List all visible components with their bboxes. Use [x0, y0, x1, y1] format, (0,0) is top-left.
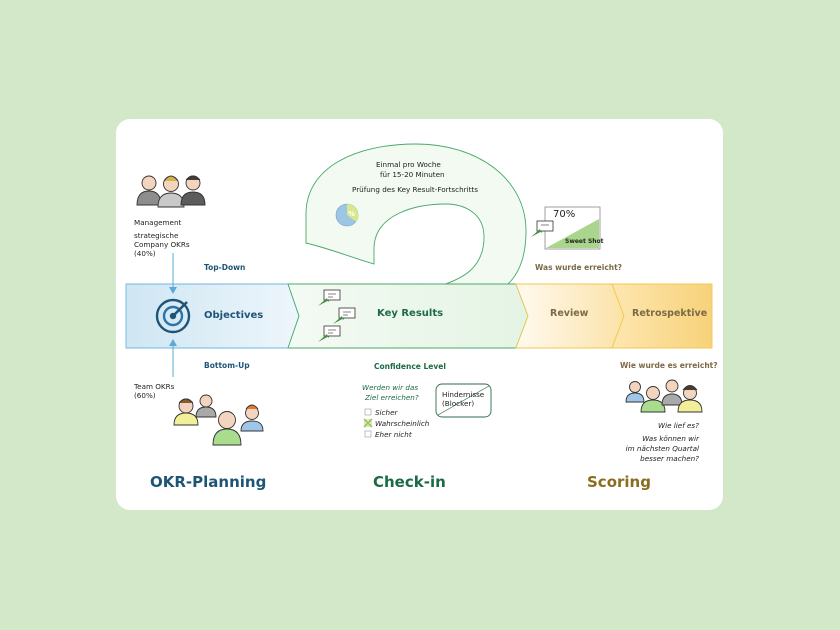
sweet-shot-card	[544, 206, 601, 250]
team-okrs-line2: (60%)	[134, 391, 156, 400]
phase-scoring: Scoring	[587, 473, 651, 491]
target-icon	[155, 298, 191, 334]
confidence-question-1: Werden wir das	[362, 383, 419, 392]
retro-question-2b: im nächsten Quartal	[625, 444, 699, 453]
confidence-title: Confidence Level	[374, 362, 446, 371]
option-sicher: Sicher	[375, 408, 398, 417]
obstacles-line1: Hindernisse	[442, 390, 485, 399]
key-results-label: Key Results	[377, 308, 444, 319]
retrospektive-label: Retrospektive	[632, 308, 708, 319]
top-down-label: Top-Down	[204, 263, 246, 272]
obstacles-line2: (Blocker)	[442, 399, 475, 408]
management-desc-1: strategische	[134, 231, 179, 240]
team-people-icon	[173, 394, 264, 446]
pie-percent-label: %	[348, 210, 356, 218]
retro-people-icon	[625, 379, 703, 413]
pie-chart-icon	[335, 203, 359, 227]
objectives-label: Objectives	[204, 310, 264, 321]
checkbox-sicher	[364, 408, 372, 416]
team-okrs-line1: Team OKRs	[134, 382, 175, 391]
management-desc-3: (40%)	[134, 249, 156, 258]
option-wahrscheinlich: Wahrscheinlich	[375, 419, 430, 428]
phase-check-in: Check-in	[373, 473, 446, 491]
retro-question-2c: besser machen?	[640, 454, 699, 463]
retro-question-2a: Was können wir	[642, 434, 699, 443]
sweet-shot-label: Sweet Shot	[565, 238, 604, 245]
bottom-up-label: Bottom-Up	[204, 361, 250, 370]
retrospektive-step	[611, 283, 713, 349]
management-people-icon	[136, 175, 206, 208]
achieved-question: Was wurde erreicht?	[535, 263, 623, 272]
retro-question-1: Wie lief es?	[657, 421, 699, 430]
review-label: Review	[550, 308, 589, 319]
kr-flag-icon-1	[318, 289, 341, 306]
option-eher-nicht: Eher nicht	[375, 430, 412, 439]
phase-okr-planning: OKR-Planning	[150, 473, 267, 491]
kr-flag-icon-2	[333, 307, 356, 324]
diagram-card: Management strategische Company OKRs (40…	[116, 119, 723, 510]
diagram-graphics	[125, 143, 713, 446]
management-desc-2: Company OKRs	[134, 240, 190, 249]
loop-line3: Prüfung des Key Result-Fortschritts	[352, 185, 478, 194]
kr-flag-icon-3	[318, 325, 341, 342]
management-title: Management	[134, 218, 182, 227]
sweet-shot-percent: 70%	[553, 209, 576, 220]
sweet-shot-flag-icon	[531, 220, 554, 237]
loop-line2: für 15-20 Minuten	[380, 170, 445, 179]
checkbox-eher-nicht	[364, 430, 372, 438]
loop-line1: Einmal pro Woche	[376, 160, 441, 169]
check-mark-icon	[363, 418, 373, 428]
how-question: Wie wurde es erreicht?	[620, 361, 718, 370]
confidence-question-2: Ziel erreichen?	[365, 393, 419, 402]
